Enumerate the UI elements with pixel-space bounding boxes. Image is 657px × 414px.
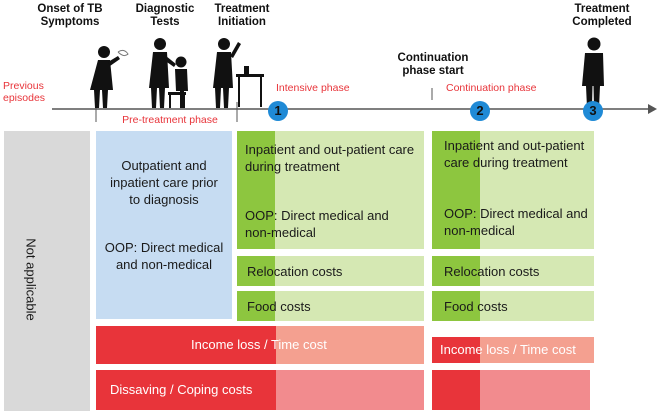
phase-pre-treatment: Pre-treatment phase: [122, 114, 218, 126]
dissaving-bar: Dissaving / Coping costs: [96, 370, 424, 410]
not-applicable-box: Not applicable: [4, 131, 90, 411]
income-loss-bar: Income loss / Time cost: [96, 326, 424, 364]
intensive-care-text: Inpatient and out-patient care during tr…: [245, 142, 415, 174]
phase-continuation: Continuation phase: [446, 82, 537, 94]
continuation-relocation-box: Relocation costs: [432, 256, 594, 286]
income-loss-continuation-bar: Income loss / Time cost: [432, 337, 594, 363]
continuation-relocation-text: Relocation costs: [444, 264, 540, 279]
person-standing-icon: [582, 37, 604, 108]
intensive-relocation-text: Relocation costs: [247, 264, 343, 279]
pre-treatment-care-text: Outpatient and inpatient care prior to d…: [110, 158, 218, 207]
milestone-completed: Treatment Completed: [572, 3, 632, 28]
timeline-arrowhead: [648, 104, 657, 114]
timeline-illustration: [52, 37, 657, 122]
dissaving-text: Dissaving / Coping costs: [110, 382, 253, 397]
income-loss-continuation-text: Income loss / Time cost: [440, 342, 576, 357]
person-at-table-icon: [213, 38, 264, 108]
not-applicable-label: Not applicable: [23, 238, 39, 321]
pre-treatment-oop-text: OOP: Direct medical and non-medical: [104, 240, 224, 272]
continuation-food-box: Food costs: [432, 291, 594, 321]
continuation-oop-text: OOP: Direct medical and non-medical: [444, 206, 588, 238]
intensive-care-box: Inpatient and out-patient care during tr…: [237, 131, 424, 249]
continuation-care-box: Inpatient and out-patient care during tr…: [432, 131, 594, 249]
person-coughing-icon: [90, 46, 120, 108]
marker-2: 2: [470, 101, 490, 121]
marker-3: 3: [583, 101, 603, 121]
milestone-onset: Onset of TB Symptoms: [37, 3, 103, 28]
continuation-food-text: Food costs: [444, 299, 508, 314]
phase-intensive: Intensive phase: [276, 82, 350, 94]
intensive-care-accent: [237, 131, 275, 249]
continuation-care-text: Inpatient and out-patient care during tr…: [444, 138, 585, 170]
income-loss-text: Income loss / Time cost: [191, 337, 327, 352]
doctor-icon: [149, 38, 176, 108]
intensive-food-text: Food costs: [247, 299, 311, 314]
milestone-initiation: Treatment Initiation: [214, 3, 270, 28]
milestone-continuation-start: Continuation phase start: [397, 52, 469, 77]
seated-patient-icon: [168, 56, 188, 108]
pre-treatment-box: Outpatient and inpatient care prior to d…: [96, 131, 232, 319]
marker-1: 1: [268, 101, 288, 121]
milestone-diagnostic: Diagnostic Tests: [135, 3, 195, 28]
intensive-relocation-box: Relocation costs: [237, 256, 424, 286]
phase-previous: Previous episodes: [3, 80, 46, 104]
intensive-oop-text: OOP: Direct medical and non-medical: [245, 208, 389, 240]
dissaving-continuation-bar: [432, 370, 590, 410]
cough-puff-icon: [117, 49, 129, 57]
intensive-food-box: Food costs: [237, 291, 424, 321]
